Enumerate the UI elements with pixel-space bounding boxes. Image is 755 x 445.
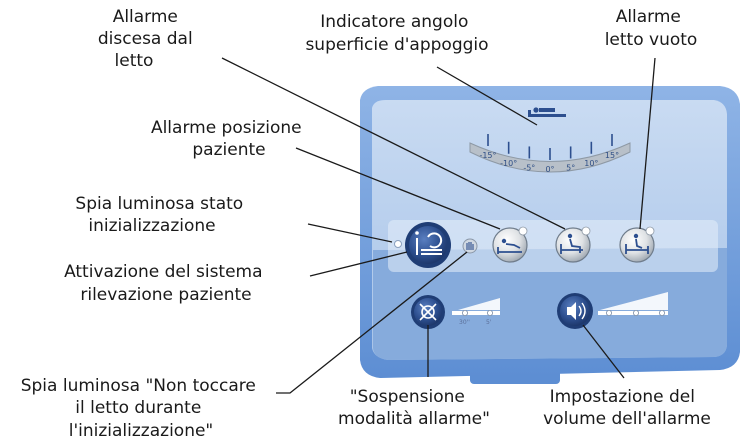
callout-bed-exit-alarm: Allarme discesa dal letto [98, 7, 198, 71]
volume-slider-ramp [600, 292, 668, 310]
patient-detection-button[interactable] [405, 222, 451, 268]
init-status-light [394, 240, 402, 248]
suspend-tick-0: 30'' [459, 319, 470, 326]
panel-lower-band [373, 248, 727, 360]
callout-empty-bed-alarm: Allarme letto vuoto [605, 7, 698, 50]
empty-bed-icon [625, 233, 649, 254]
sitting-patient-icon [560, 233, 583, 254]
callout-do-not-touch-light: Spia luminosa "Non toccare il letto dura… [21, 376, 262, 441]
leader-init-light [307, 223, 393, 243]
leader-detection [309, 251, 408, 277]
suspend-slider-track [452, 311, 500, 315]
alarm-suspend-button[interactable] [411, 295, 445, 329]
hand-icon [466, 242, 474, 250]
volume-slider[interactable] [598, 292, 668, 316]
callout-surface-angle-indicator: Indicatore angolo superficie d'appoggio [305, 12, 488, 55]
callout-alarm-volume-setting: Impostazione del volume dell'allarme [543, 387, 711, 429]
leader-volume [582, 324, 625, 379]
angle-bed-icon [528, 107, 566, 117]
angle-tick-label: -5° [523, 163, 535, 172]
volume-slider-track [598, 311, 668, 315]
speaker-icon [567, 302, 586, 320]
callout-init-status-light: Spia luminosa stato inizializzazione [75, 194, 248, 236]
leader-lines [221, 57, 656, 394]
alarm-suspend-icon [419, 303, 437, 321]
angle-arc [469, 142, 631, 173]
angle-tick-label: 5° [566, 163, 575, 172]
alarm-volume-button[interactable] [557, 293, 593, 329]
angle-tick-marks [487, 134, 613, 160]
callout-patient-detection-activation: Attivazione del sistema rilevazione pazi… [64, 262, 268, 305]
angle-tick-label: 0° [545, 165, 554, 174]
leader-angle-indicator [436, 66, 538, 126]
angle-tick-labels: -15° -10° -5° 0° 5° 10° 15° [479, 151, 619, 174]
angle-tick-label: -15° [479, 151, 496, 160]
callout-alarm-suspend-mode: "Sospensione modalità allarme" [338, 387, 490, 429]
suspend-slider[interactable]: 30'' 5' [452, 298, 500, 326]
leader-empty-bed [639, 57, 656, 230]
lying-patient-icon [497, 238, 522, 254]
angle-tick-label: 10° [584, 159, 598, 168]
bed-exit-alarm-button[interactable] [555, 226, 591, 263]
callout-labels: Allarme discesa dal letto Indicatore ang… [21, 7, 711, 441]
info-sync-bed-icon [415, 231, 443, 255]
patient-position-alarm-button[interactable] [492, 226, 528, 263]
callout-patient-position-alarm: Allarme posizione paziente [151, 118, 307, 160]
angle-indicator: -15° -10° -5° 0° 5° 10° 15° [469, 107, 631, 174]
leader-do-not-touch [276, 251, 468, 394]
suspend-slider-ramp [458, 298, 500, 310]
leader-bed-exit [221, 57, 566, 230]
empty-bed-alarm-button[interactable] [619, 226, 655, 263]
leader-position [295, 147, 501, 230]
hand-light [462, 238, 478, 254]
angle-tick-label: 15° [605, 151, 619, 160]
suspend-tick-1: 5' [486, 319, 492, 326]
angle-tick-label: -10° [500, 159, 517, 168]
